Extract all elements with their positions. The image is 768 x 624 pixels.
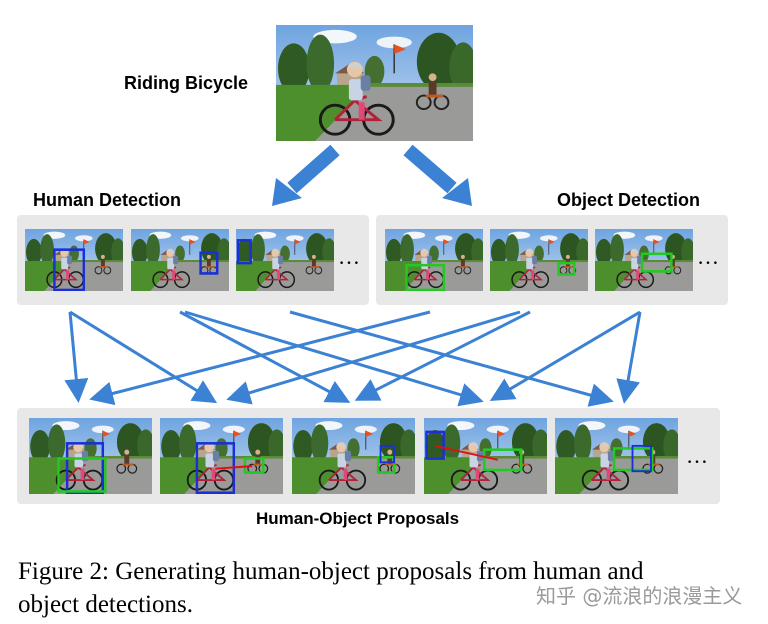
object-detection-ellipsis: … [697, 244, 719, 269]
proposal-thumb [29, 418, 152, 494]
human-detection-thumb [236, 229, 334, 291]
human-detection-ellipsis: … [338, 244, 360, 269]
proposals-label: Human-Object Proposals [256, 509, 460, 528]
proposals-ellipsis: … [686, 443, 708, 468]
proposal-thumb [424, 418, 547, 494]
arrow-icon [89, 310, 431, 406]
arrow-icon [64, 311, 89, 403]
human-detection-label: Human Detection [33, 190, 182, 210]
object-detection-label: Object Detection [557, 190, 701, 210]
human-detection-thumb [25, 229, 123, 291]
input-label: Riding Bicycle [124, 73, 249, 93]
arrow-icon [354, 310, 531, 401]
proposal-thumb [160, 418, 283, 494]
figure-caption-line2: object detections. [18, 591, 193, 618]
arrow-icon [184, 310, 484, 407]
watermark: 知乎 @流浪的浪漫主义 [536, 584, 743, 608]
proposal-thumb [292, 418, 415, 494]
object-detection-thumb [595, 229, 693, 291]
arrow-icon [489, 310, 641, 402]
proposal-thumb [555, 418, 678, 494]
arrow-icon [69, 310, 218, 404]
object-detection-thumb [490, 229, 588, 291]
arrow-icon [289, 310, 614, 407]
arrow-icon [616, 311, 642, 404]
object-detection-thumb [385, 229, 483, 291]
figure-caption-line1: Figure 2: Generating human-object propos… [18, 558, 644, 585]
arrow-icon [226, 310, 521, 405]
arrow-icon [272, 144, 340, 206]
arrow-icon [403, 144, 472, 206]
human-detection-thumb [131, 229, 229, 291]
